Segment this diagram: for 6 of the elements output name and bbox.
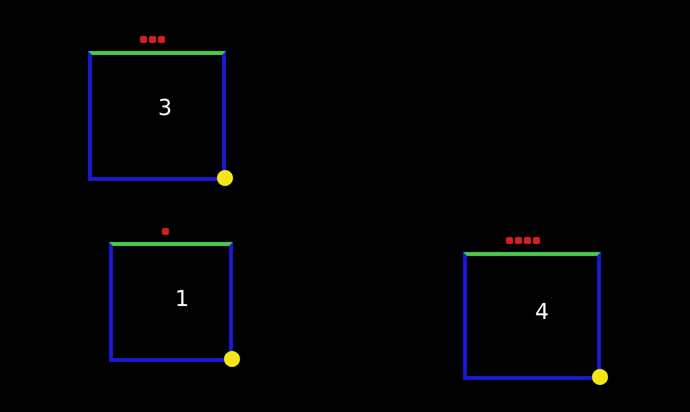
number-label: 3: [158, 97, 172, 121]
square-frame: [463, 252, 601, 380]
square-frame: [88, 51, 226, 181]
number-label: 4: [535, 301, 549, 325]
square-frame: [109, 242, 233, 362]
number-label: 1: [175, 288, 189, 312]
